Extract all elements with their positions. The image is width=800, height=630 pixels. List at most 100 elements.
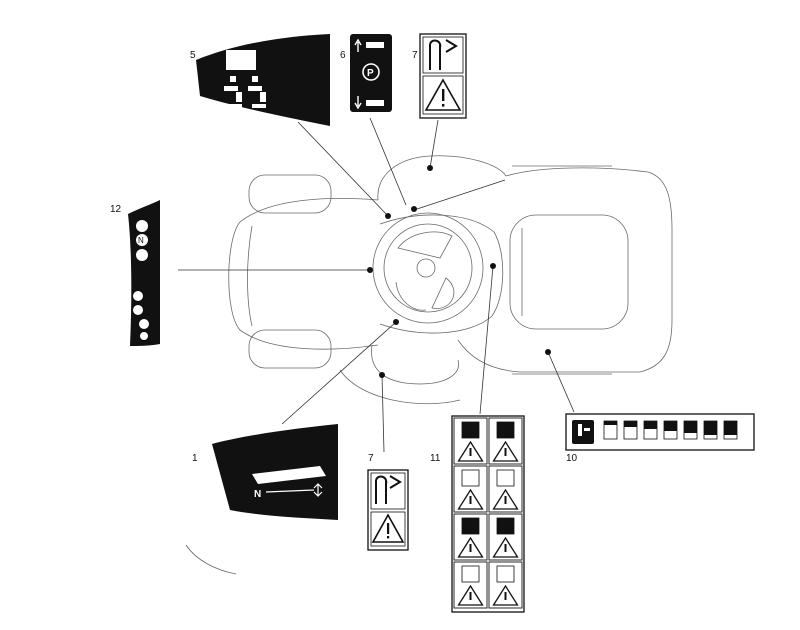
- warning-mark: [504, 496, 507, 504]
- parking-brake-icon: [362, 63, 380, 81]
- leader-dot-12: [367, 267, 373, 273]
- strip-10-main-icon: [572, 420, 594, 444]
- leader-7-top: [429, 119, 439, 169]
- front-left-wheel: [248, 174, 332, 214]
- throttle-arrows-icon: [313, 483, 323, 497]
- pedal-icon-top: [366, 42, 384, 48]
- cutting-height-fill: [624, 421, 637, 427]
- console: [379, 214, 504, 334]
- warning-triangle-icon: [457, 440, 484, 462]
- warning-triangle-icon: [457, 536, 484, 558]
- up-arrow-icon: [354, 38, 362, 52]
- warning-triangle-icon-bottom: [371, 513, 405, 543]
- leader-dot-7-top: [427, 165, 433, 171]
- leader-6: [369, 117, 407, 206]
- decal-10-cutting-height-strip: [565, 413, 755, 451]
- warning-mark: [469, 544, 472, 552]
- callout-7-top: 7: [412, 50, 418, 61]
- decal-7-top-warning: [419, 33, 467, 119]
- left-fender: [377, 155, 507, 201]
- leader-lines: [178, 117, 575, 453]
- warning-mark: [504, 448, 507, 456]
- warning-mark: [469, 496, 472, 504]
- decal-5-label-window: [226, 50, 256, 70]
- steering-hub: [416, 258, 436, 278]
- leader-dot-6: [411, 206, 417, 212]
- callout-6: 6: [340, 50, 346, 61]
- leader-dot-5: [385, 213, 391, 219]
- warning-triangle-icon: [492, 536, 519, 558]
- callout-10: 10: [566, 453, 578, 464]
- callout-1: 1: [192, 453, 198, 464]
- park-letter: P: [367, 68, 374, 79]
- tractor-outline: [185, 155, 673, 575]
- steering-wheel-inner: [383, 223, 473, 313]
- safety-pictogram-icon: [461, 517, 480, 535]
- leader-dot-10: [545, 349, 551, 355]
- decal-1-throttle-plate: N: [212, 424, 338, 520]
- decal-5-lift-plate: [196, 34, 330, 126]
- strip-icon-3: [136, 249, 148, 261]
- cutting-height-fill: [704, 421, 717, 435]
- warning-triangle-icon: [424, 78, 462, 111]
- callout-12: 12: [110, 204, 122, 215]
- cutting-height-fill: [724, 421, 737, 435]
- rear-body: [457, 167, 673, 373]
- warning-triangle-icon: [457, 488, 484, 510]
- pedal-icon-bottom: [366, 100, 384, 106]
- decal-11-safety-grid: [451, 415, 525, 613]
- cutting-height-fill: [664, 421, 677, 431]
- choke-plate-letter: N: [254, 489, 261, 500]
- decal-12-control-strip: N: [128, 200, 160, 346]
- decal-7-bottom-warning: [367, 469, 409, 551]
- warning-triangle-icon: [492, 584, 519, 606]
- steering-spoke-1: [397, 231, 453, 259]
- strip-icon-2: [136, 234, 148, 246]
- strip-icon-7: [140, 332, 148, 340]
- warning-triangle-icon: [457, 584, 484, 606]
- hood-crease: [247, 225, 253, 327]
- safety-pictogram-icon: [496, 469, 515, 487]
- safety-pictogram-icon: [461, 565, 480, 583]
- deck-edge: [339, 369, 461, 405]
- leader-dot-7-bottom: [379, 372, 385, 378]
- throttle-scale: [265, 489, 315, 493]
- leader-5: [297, 121, 389, 217]
- leader-dot-1: [393, 319, 399, 325]
- warning-mark: [504, 544, 507, 552]
- leader-11: [479, 265, 494, 415]
- leader-7-bottom: [381, 374, 385, 453]
- steering-spoke-3: [395, 281, 427, 311]
- callout-11: 11: [430, 453, 441, 464]
- hood: [228, 197, 379, 350]
- safety-pictogram-icon: [496, 565, 515, 583]
- safety-pictogram-icon: [461, 421, 480, 439]
- down-arrow-icon: [354, 96, 362, 110]
- callout-5: 5: [190, 50, 196, 61]
- right-fender: [371, 344, 459, 385]
- decal-10-height-icons: [603, 420, 738, 440]
- warning-mark: [469, 448, 472, 456]
- strip-icon-4: [133, 291, 143, 301]
- safety-pictogram-icon: [496, 517, 515, 535]
- warning-triangle-icon: [492, 488, 519, 510]
- strip-icon-1: [136, 220, 148, 232]
- strip-icon-5: [133, 305, 143, 315]
- decal-6-park-brake: P: [350, 34, 392, 112]
- leader-dot-11: [490, 263, 496, 269]
- leader-1: [281, 321, 397, 425]
- seat: [509, 214, 629, 330]
- strip-icon-6: [139, 319, 149, 329]
- steering-wheel-rim: [372, 212, 484, 324]
- safety-pictogram-icon: [496, 421, 515, 439]
- warning-mark: [469, 592, 472, 600]
- warning-mark: [504, 592, 507, 600]
- leader-10: [547, 351, 575, 413]
- callout-7-bottom: 7: [368, 453, 374, 464]
- warning-triangle-icon: [492, 440, 519, 462]
- throttle-wedge: [252, 466, 326, 484]
- decal-5-lift-icons: [224, 76, 266, 108]
- strip-icon-2-letter: N: [138, 236, 144, 245]
- throttle-icon-bottom: [375, 475, 402, 504]
